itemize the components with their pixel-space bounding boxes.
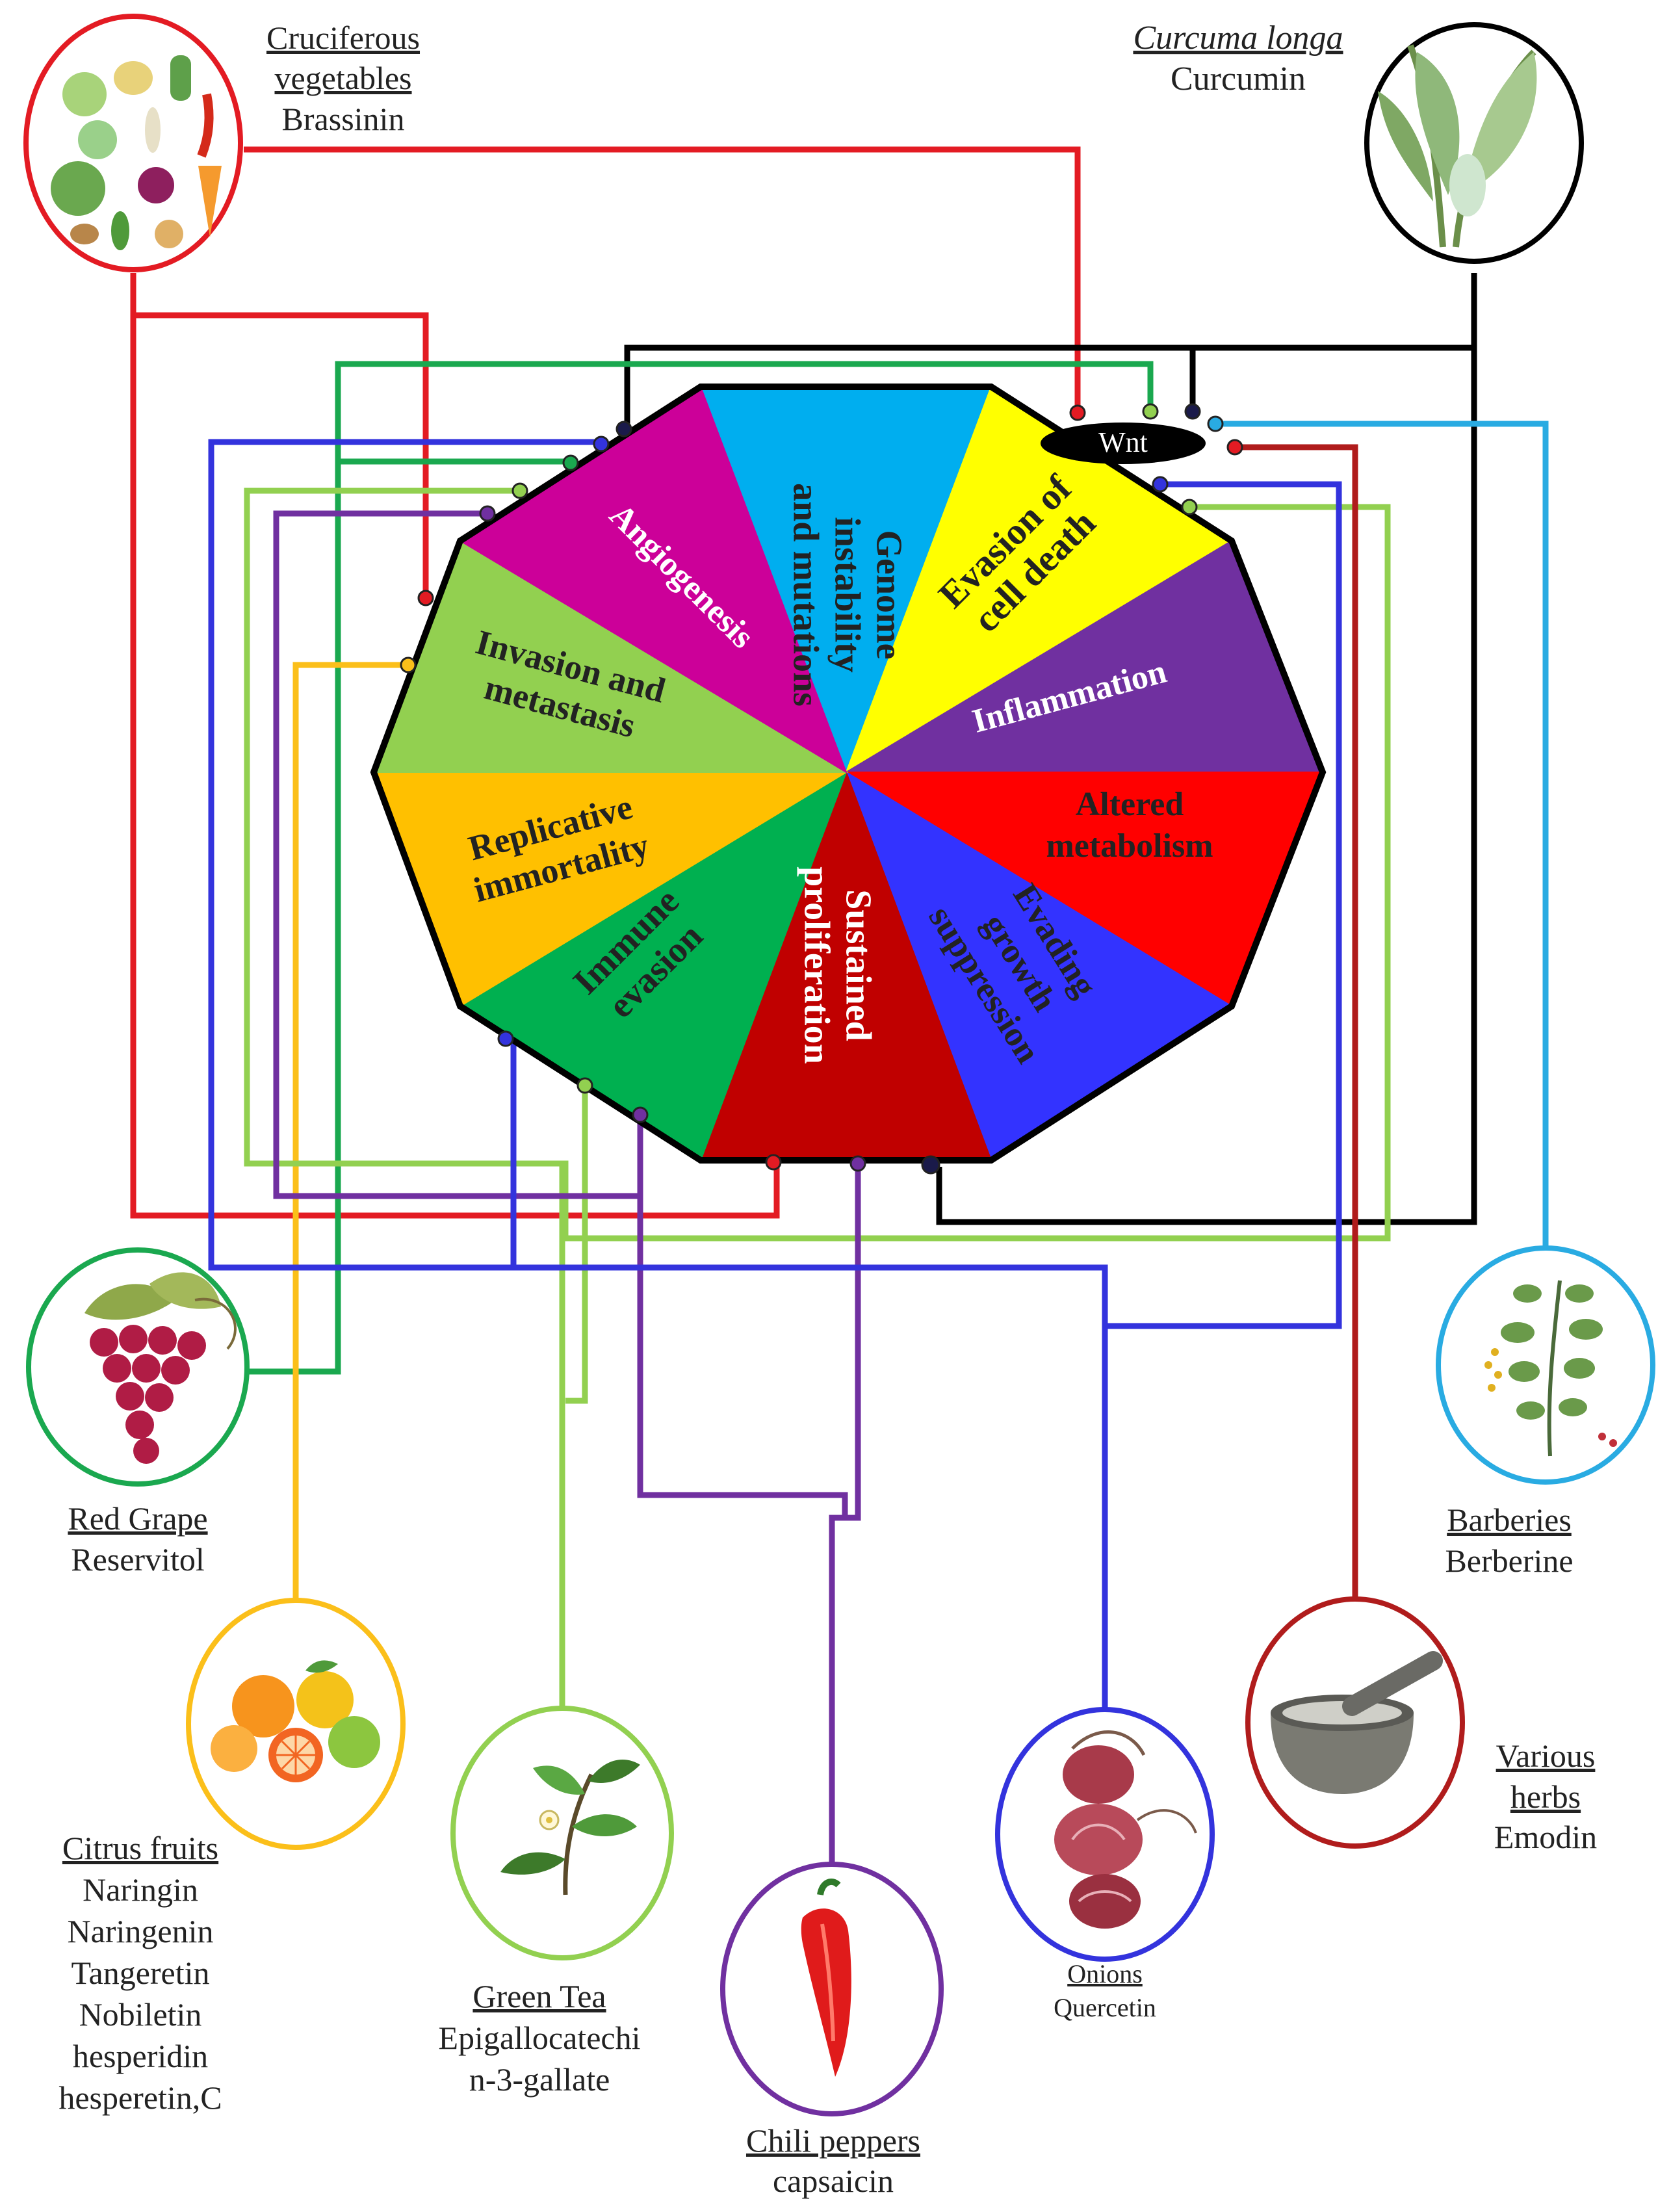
citrus-compound-4: Nobiletin	[79, 1996, 202, 2033]
dot-blue-wnt	[1152, 476, 1169, 493]
connector-curcuma-wnt	[1189, 345, 1474, 410]
green-tea-compound-2: n-3-gallate	[469, 2061, 610, 2098]
wnt-node: Wnt	[1041, 423, 1206, 464]
onions-compound: Quercetin	[1054, 1993, 1156, 2022]
dot-lightblue-wnt	[1207, 415, 1224, 432]
dot-lightgreen	[512, 482, 528, 499]
tea-leaves-icon	[500, 1760, 640, 1895]
barberries-title: Barberies	[1447, 1502, 1572, 1538]
dot-green-wnt	[1142, 403, 1159, 420]
barberries-compound: Berberine	[1445, 1542, 1573, 1579]
connector-cruciferous-proliferation	[130, 315, 780, 1219]
citrus-compound-1: Naringin	[83, 1871, 198, 1908]
hallmark-label-6: Sustainedproliferation	[796, 866, 878, 1064]
chili-pepper-icon	[801, 1879, 851, 2077]
dot-black-wnt	[1184, 403, 1201, 420]
curcuma-compound: Curcumin	[1171, 60, 1306, 98]
red-grape-compound: Reservitol	[71, 1541, 205, 1578]
source-herbs	[1245, 1596, 1465, 1849]
dot-purple	[479, 505, 496, 522]
connector-curcuma-proliferation	[936, 348, 1477, 1225]
source-cruciferous	[23, 14, 243, 272]
dot-red-prolif	[765, 1154, 782, 1171]
source-green-tea	[450, 1706, 674, 1960]
citrus-title: Citrus fruits	[62, 1830, 218, 1866]
dot-black	[615, 421, 632, 437]
dot-red-wnt	[1069, 404, 1086, 421]
citrus-compound-6: hesperetin,C	[58, 2079, 222, 2116]
connector-chili-immune	[637, 1115, 848, 1518]
red-grape-title: Red Grape	[68, 1500, 207, 1537]
connector-citrus-invasion	[292, 662, 408, 1599]
curcuma-title: Curcuma longa	[1133, 20, 1343, 57]
green-tea-compound-1: Epigallocatechi	[439, 2020, 641, 2056]
connector-barberries-wnt	[1215, 421, 1549, 1248]
cruciferous-title-line1: Cruciferous	[266, 20, 420, 56]
connector-onions-wnt	[1105, 481, 1342, 1329]
connector-tea-angiogenesis	[244, 488, 565, 1710]
dot-purple-prolif	[849, 1155, 866, 1172]
onion-icon	[1054, 1730, 1197, 1929]
source-onions	[995, 1707, 1215, 1962]
onions-title: Onions	[1067, 1959, 1143, 1988]
grapes-icon	[84, 1272, 237, 1464]
dot-red	[417, 590, 434, 606]
turmeric-plant-icon	[1378, 44, 1537, 248]
source-red-grape	[26, 1247, 250, 1487]
dot-lightgreen-immune	[576, 1077, 593, 1094]
chili-compound: capsaicin	[773, 2163, 894, 2199]
citrus-compound-5: hesperidin	[73, 2038, 208, 2074]
mortar-pestle-icon	[1271, 1651, 1443, 1794]
connector-chili-angiogenesis	[273, 510, 640, 1199]
connector-tea-immune	[565, 1086, 588, 1404]
source-citrus	[186, 1598, 406, 1850]
chili-title: Chili peppers	[746, 2122, 920, 2159]
connection-dots	[400, 403, 1243, 1175]
citrus-compound-2: Naringenin	[68, 1913, 214, 1949]
barberry-plant-icon	[1484, 1280, 1617, 1457]
connector-cruciferous-invasion	[130, 273, 429, 598]
dot-green	[562, 454, 579, 471]
dot-purple-immune	[632, 1106, 649, 1123]
connector-lines	[130, 146, 1549, 1866]
connector-curcuma-angiogenesis	[624, 273, 1477, 426]
dot-darkred-wnt	[1226, 439, 1243, 456]
connector-herbs-wnt	[1235, 444, 1358, 1599]
vegetables-icon	[51, 55, 222, 250]
citrus-compound-3: Tangeretin	[71, 1955, 209, 1991]
cruciferous-compound: Brassinin	[282, 101, 405, 137]
herbs-compound: Emodin	[1494, 1819, 1597, 1855]
hallmark-label-1: Genomeinstabilityand mutations	[785, 483, 909, 707]
herbs-title-line1: Various	[1496, 1737, 1596, 1774]
source-curcuma	[1364, 22, 1584, 264]
wnt-label: Wnt	[1098, 426, 1148, 458]
connector-grape-wnt	[247, 361, 1154, 1375]
dot-blue	[593, 436, 610, 452]
green-tea-title: Green Tea	[473, 1978, 606, 2014]
herbs-title-line2: herbs	[1510, 1778, 1581, 1815]
citrus-fruits-icon	[211, 1660, 380, 1782]
hallmarks-outline	[370, 384, 1327, 1164]
dot-black-prolif	[921, 1155, 940, 1175]
dot-lightgreen-wnt	[1181, 499, 1198, 515]
connector-cruciferous-wnt	[244, 146, 1081, 413]
dot-blue-immune	[497, 1030, 514, 1047]
source-barberries	[1436, 1245, 1655, 1485]
source-chili	[720, 1862, 944, 2116]
dot-yellow	[400, 657, 417, 673]
cruciferous-title-line2: vegetables	[274, 60, 411, 96]
connector-onions-angiogenesis	[208, 439, 1108, 1710]
